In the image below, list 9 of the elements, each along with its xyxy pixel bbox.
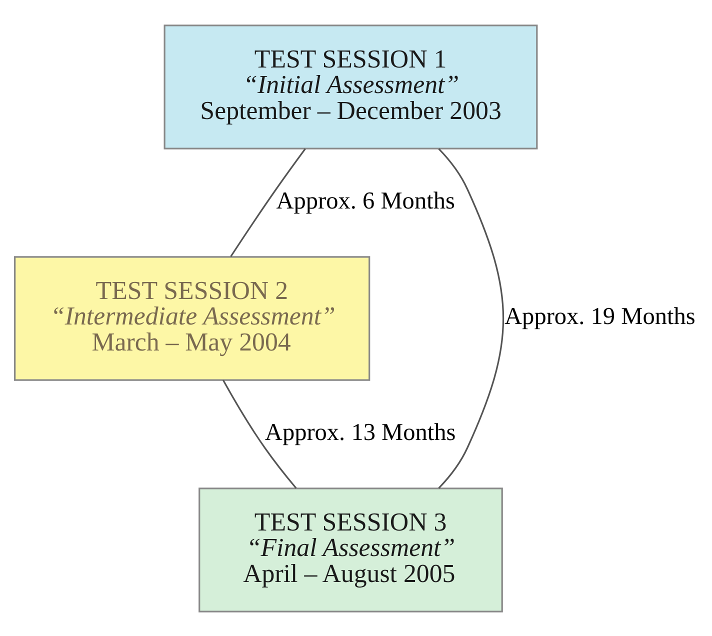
node-box: TEST SESSION 2 “Intermediate Assessment” March – May 2004: [14, 256, 370, 380]
edge-label: Approx. 6 Months: [276, 186, 455, 214]
connector: [222, 379, 297, 488]
connector: [230, 148, 306, 256]
node-box: TEST SESSION 1 “Initial Assessment” September – December 2003: [164, 24, 538, 149]
node-box: TEST SESSION 3 “Final Assessment” April – August 2005: [198, 487, 503, 612]
connector: [438, 148, 504, 488]
edge-label: Approx. 13 Months: [264, 418, 456, 446]
edge-label: Approx. 19 Months: [504, 302, 696, 330]
